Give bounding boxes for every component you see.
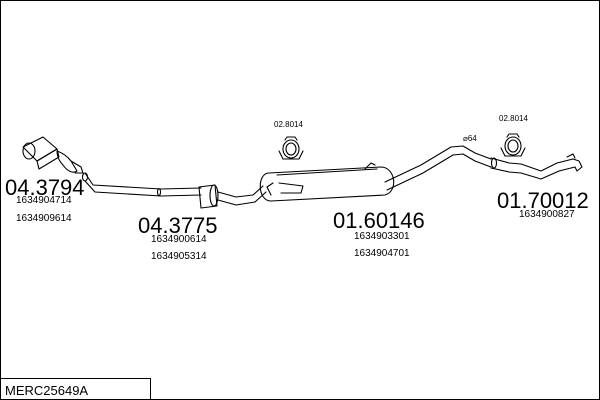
reference-code: MERC25649A — [5, 383, 89, 398]
clamp-left[interactable] — [278, 136, 304, 160]
middle-catalytic-converter[interactable] — [198, 184, 267, 209]
oem-number-label: 1634904701 — [354, 248, 410, 259]
oem-number-label: 1634903301 — [354, 231, 410, 242]
oem-number-label: 1634909614 — [16, 213, 72, 224]
front-pipe[interactable] — [81, 172, 202, 197]
part-number-label: 01.70012 — [497, 188, 589, 213]
part-number-label: 01.60146 — [333, 208, 425, 233]
part-number-label: 04.3794 — [5, 175, 85, 200]
clamp-number-label: 02.8014 — [274, 120, 303, 129]
clamp-right[interactable] — [500, 133, 526, 157]
front-catalytic-converter[interactable] — [22, 136, 84, 174]
rear-silencer[interactable] — [490, 153, 583, 180]
diameter-mark: ⌀64 — [463, 134, 477, 143]
centre-silencer[interactable] — [259, 145, 492, 202]
reference-box: MERC25649A — [1, 378, 151, 399]
clamp-number-label: 02.8014 — [499, 114, 528, 123]
oem-number-label: 1634900614 — [151, 234, 207, 245]
oem-number-label: 1634905314 — [151, 251, 207, 262]
part-number-label: 04.3775 — [138, 213, 218, 238]
oem-number-label: 1634904714 — [16, 195, 72, 206]
oem-number-label: 1634900827 — [519, 209, 575, 220]
